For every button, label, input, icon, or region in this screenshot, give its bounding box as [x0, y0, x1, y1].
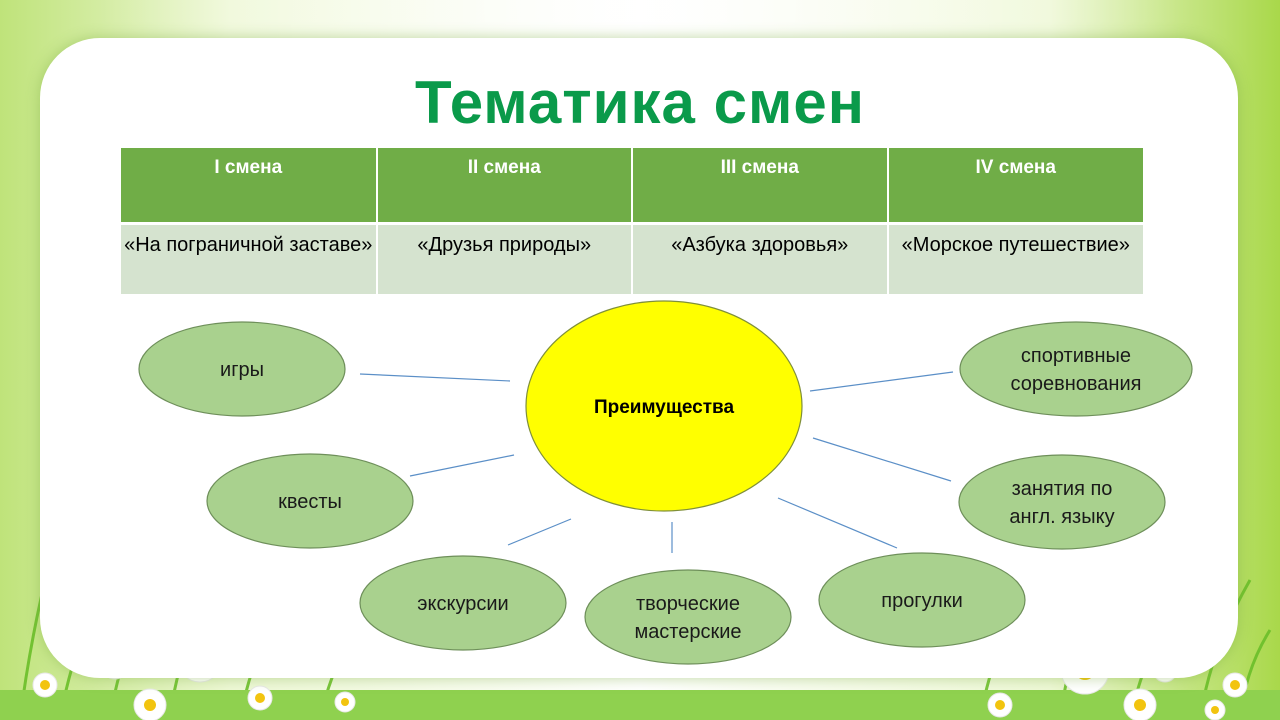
- table-cell: «Друзья природы»: [376, 223, 633, 294]
- connector-line: [777, 497, 898, 549]
- table-cell: «На пограничной заставе»: [121, 223, 378, 294]
- node-label: спортивные: [1021, 345, 1131, 367]
- table-header-cell: I смена: [121, 148, 378, 225]
- node-ellipse: [818, 552, 1026, 648]
- node-ellipse: [206, 453, 414, 549]
- table-cell: «Морское путешествие»: [887, 223, 1143, 294]
- node-ellipse: [959, 321, 1193, 417]
- table-cell: «Азбука здоровья»: [632, 223, 889, 294]
- slide-title: Тематика смен: [415, 69, 865, 136]
- node-ellipse: [584, 569, 792, 665]
- connector-line: [507, 518, 572, 546]
- table-header-cell: II смена: [376, 148, 633, 225]
- node-label: мастерские: [634, 621, 741, 643]
- advantage-node-quests: квесты: [206, 453, 414, 549]
- node-ellipse: [958, 454, 1166, 550]
- connector-line: [809, 371, 954, 392]
- node-label: занятия по: [1012, 478, 1113, 500]
- node-label: творческие: [636, 593, 740, 615]
- advantage-node-sports: спортивные соревнования: [959, 321, 1193, 417]
- connector-line: [812, 437, 952, 482]
- node-label: прогулки: [881, 590, 963, 612]
- table-row: «На пограничной заставе» «Друзья природы…: [121, 223, 1143, 294]
- table-header-row: I смена II смена III смена IV смена: [121, 148, 1143, 225]
- node-ellipse: [359, 555, 567, 651]
- node-label: квесты: [278, 491, 342, 513]
- center-label: Преимущества: [594, 397, 735, 418]
- node-label: англ. языку: [1009, 506, 1114, 528]
- node-label: соревнования: [1011, 373, 1142, 395]
- advantage-node-excursions: экскурсии: [359, 555, 567, 651]
- connector-line: [359, 373, 511, 382]
- advantage-node-walks: прогулки: [818, 552, 1026, 648]
- connector-line: [409, 454, 515, 477]
- advantage-node-workshops: творческие мастерские: [584, 569, 792, 665]
- node-ellipse: [138, 321, 346, 417]
- node-label: игры: [220, 359, 264, 381]
- center-circle: [525, 300, 803, 512]
- shifts-table: I смена II смена III смена IV смена «На …: [121, 148, 1143, 294]
- table-header-cell: IV смена: [887, 148, 1143, 225]
- advantage-node-english: занятия по англ. языку: [958, 454, 1166, 550]
- node-label: экскурсии: [417, 593, 508, 615]
- advantage-node-games: игры: [138, 321, 346, 417]
- table-header-cell: III смена: [632, 148, 889, 225]
